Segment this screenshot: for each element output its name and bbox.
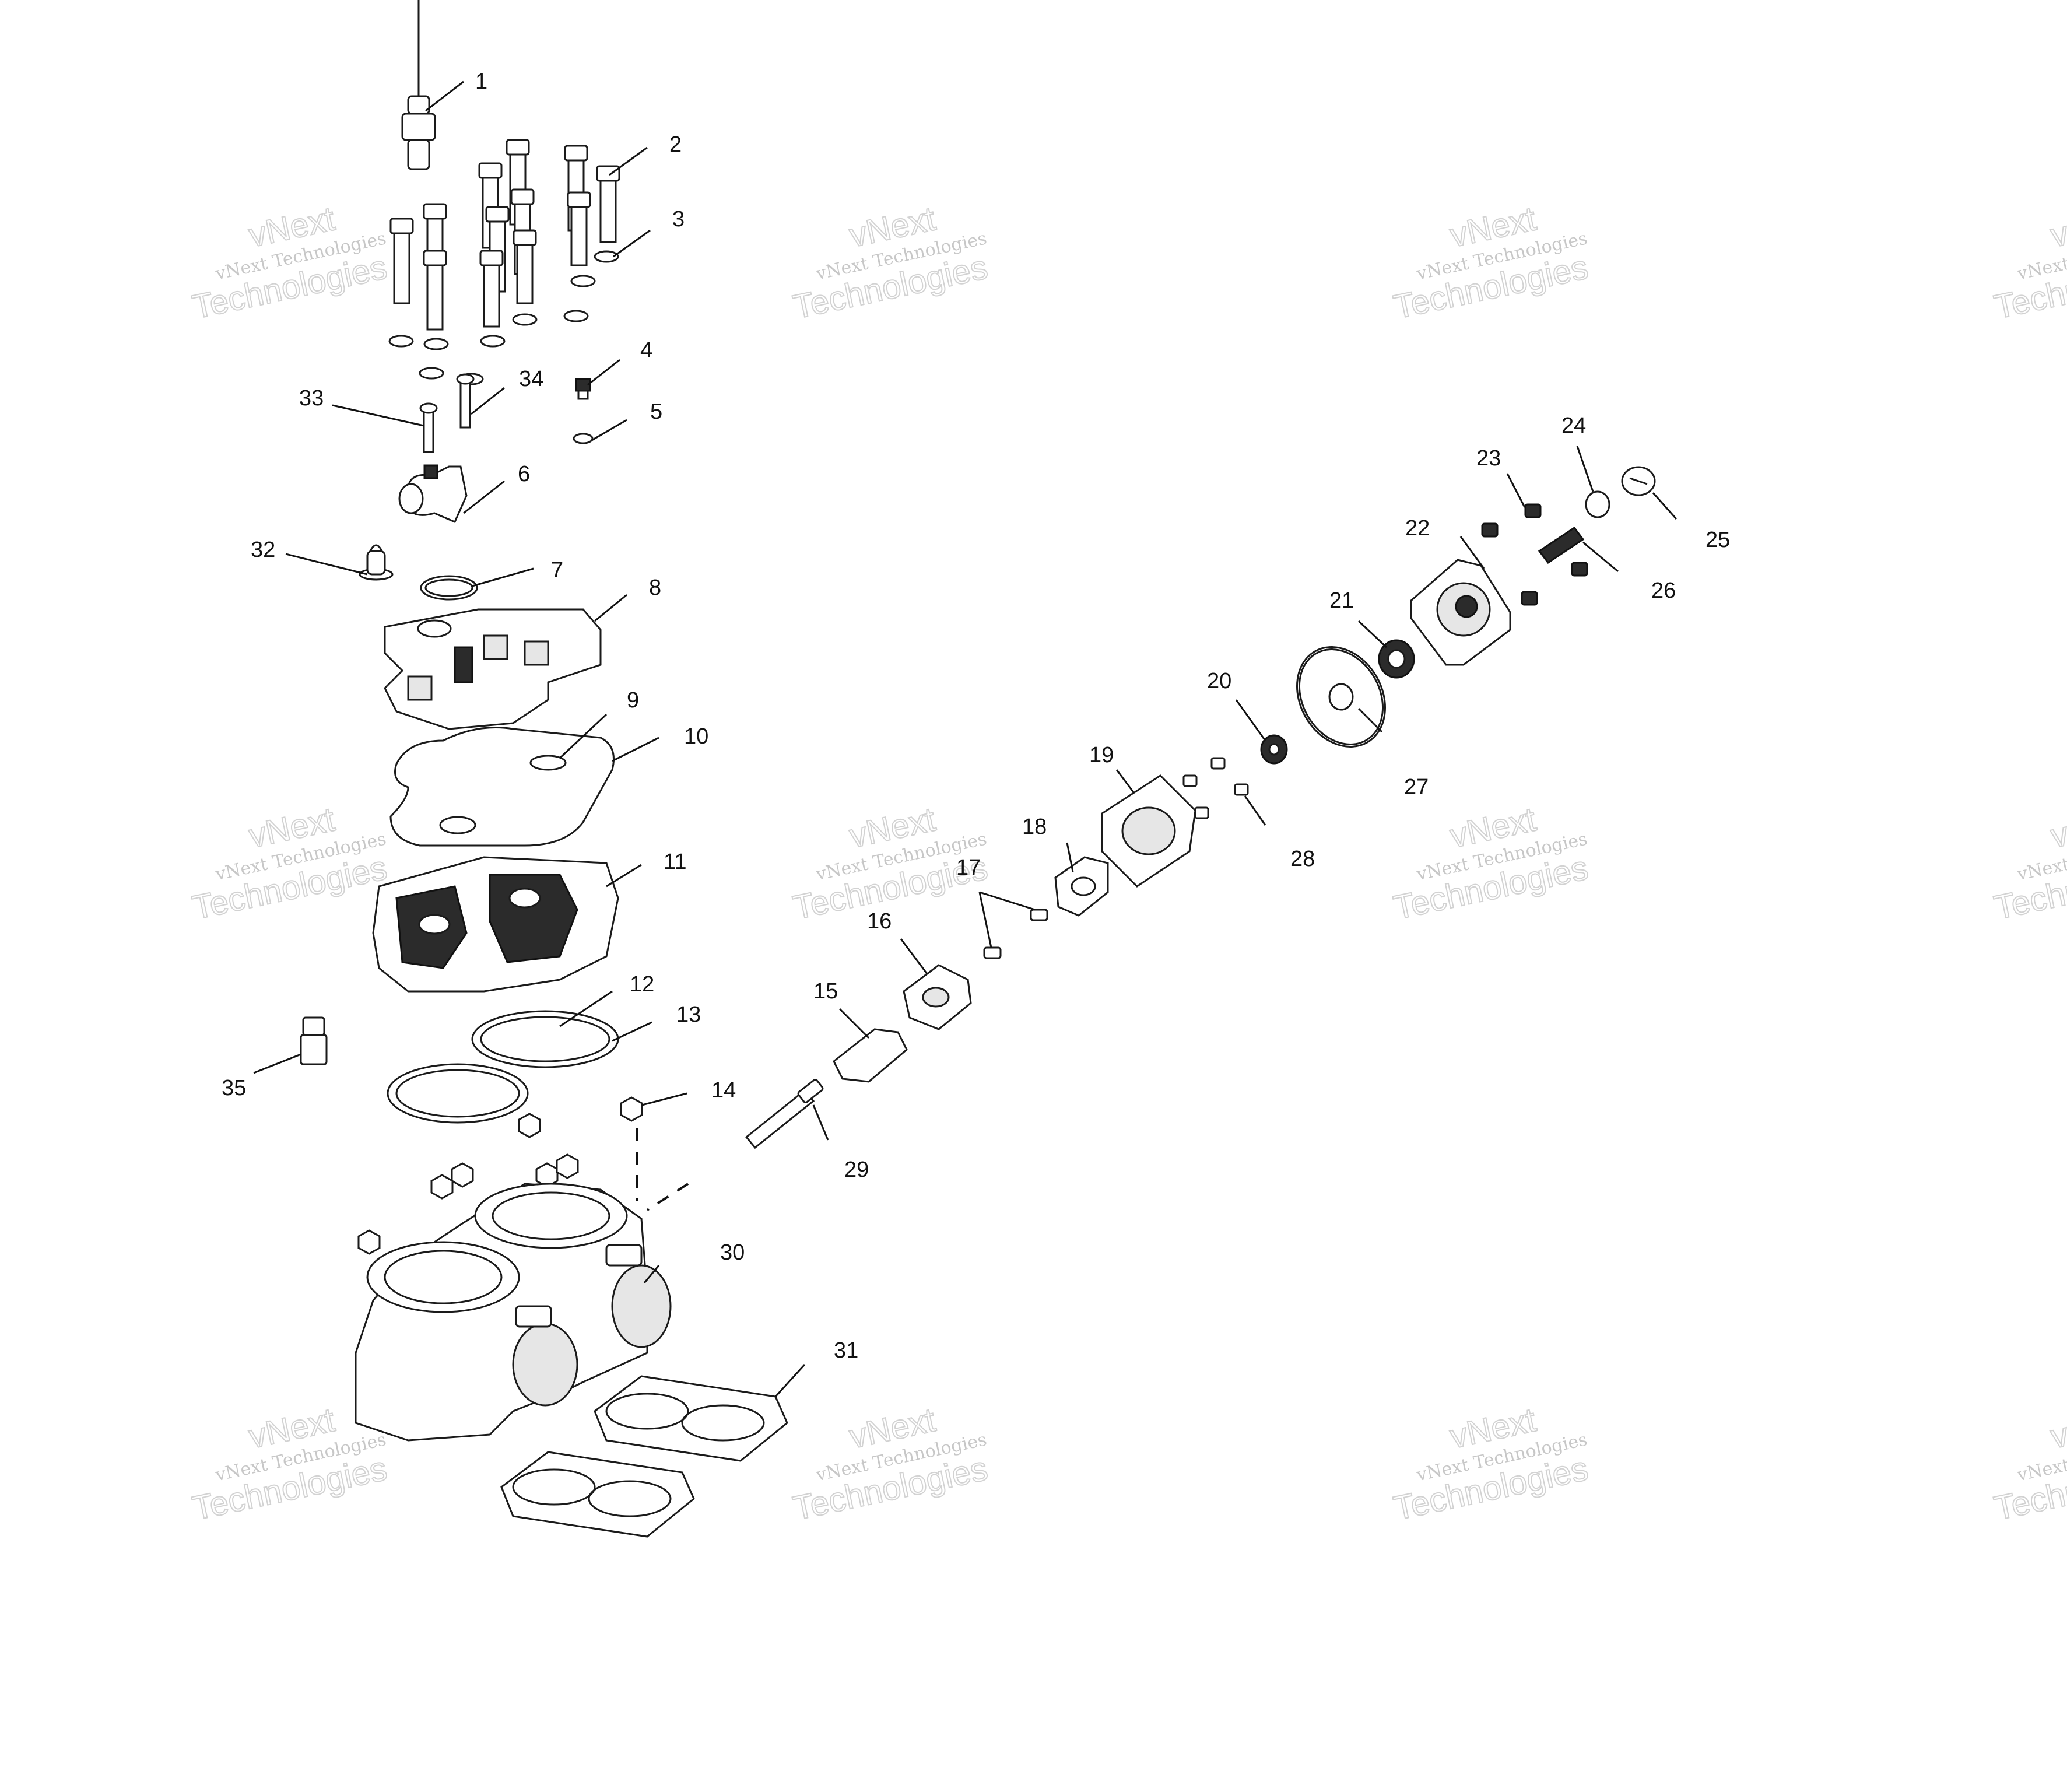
part-31-base-gasket (594, 1375, 788, 1462)
part-21-seal (1378, 639, 1415, 679)
part-30-cylinder-block (355, 1183, 672, 1442)
watermark-big-1: vNext (2047, 199, 2067, 254)
callout-14: 14 (711, 1078, 736, 1103)
part-13-gasket (471, 1010, 619, 1068)
callout-12: 12 (630, 972, 654, 997)
part-8-head-cover (384, 608, 602, 730)
part-24-o-ring (1585, 490, 1610, 518)
part-6-water-outlet (398, 464, 468, 523)
part-22-pump-cover (1410, 559, 1511, 666)
part-16-valve-body (903, 964, 972, 1030)
watermark-big-1: vNext (2047, 1401, 2067, 1456)
callout-32: 32 (251, 538, 275, 562)
part-15-gasket (833, 1028, 908, 1083)
callout-3: 3 (672, 207, 685, 232)
watermark: vNext vNext Technologies Technologies (789, 199, 992, 327)
part-17-screws (983, 909, 1048, 959)
callout-15: 15 (813, 979, 838, 1004)
callout-25: 25 (1705, 528, 1730, 552)
part-25-plug (1621, 466, 1656, 496)
watermark: vNext vNext Technologies Technologies (1390, 199, 1592, 327)
callout-21: 21 (1329, 588, 1354, 613)
callout-5: 5 (650, 399, 662, 424)
part-34-bolt (456, 373, 475, 429)
part-12-gasket (387, 1063, 529, 1124)
callout-29: 29 (844, 1158, 869, 1182)
callout-24: 24 (1561, 413, 1586, 438)
watermark: vNext vNext Technologies Technologies (189, 199, 391, 327)
callout-17: 17 (956, 855, 981, 880)
part-31-base-gasket (500, 1451, 695, 1538)
callout-16: 16 (867, 909, 892, 934)
callout-2: 2 (669, 132, 682, 157)
callout-20: 20 (1207, 669, 1231, 693)
part-26-spring (1538, 526, 1585, 564)
callout-4: 4 (640, 338, 652, 363)
part-1-temperature-sensor (401, 0, 436, 170)
part-28-screws (1182, 757, 1249, 819)
callout-19: 19 (1089, 743, 1114, 767)
part-19-pump-plate (1101, 774, 1196, 888)
assembly-guide-line (646, 1183, 689, 1211)
callout-7: 7 (551, 558, 563, 583)
watermark: vNext vNext Technologies Technologies (189, 799, 391, 927)
part-14-nuts (357, 1096, 643, 1255)
callout-labels: 1 2 3 4 5 6 7 8 9 10 11 12 13 14 15 16 1… (222, 69, 1730, 1363)
part-35-fitting (300, 1016, 328, 1065)
callout-9: 9 (627, 688, 639, 713)
callout-6: 6 (518, 462, 530, 486)
callout-23: 23 (1476, 446, 1501, 471)
part-27-diaphragm (1296, 646, 1386, 748)
callout-31: 31 (834, 1338, 858, 1363)
callout-26: 26 (1651, 578, 1676, 603)
part-7-o-ring (420, 575, 478, 601)
callout-30: 30 (720, 1240, 745, 1265)
callout-35: 35 (222, 1076, 246, 1100)
callout-10: 10 (684, 724, 708, 749)
watermark: vNext vNext Technologies Technologies (1390, 799, 1592, 927)
part-18-gasket (1054, 856, 1109, 917)
callout-11: 11 (664, 850, 686, 874)
callout-34: 34 (519, 367, 543, 391)
part-5-washer (573, 433, 594, 444)
callout-18: 18 (1022, 815, 1047, 839)
part-11-cylinder-head (372, 856, 619, 993)
watermark: vNext vNext Technologies Technologies (1991, 199, 2067, 327)
callout-1: 1 (475, 69, 487, 94)
leader-lines (253, 80, 1678, 1398)
part-32-thermostat (359, 544, 394, 581)
part-2-head-bolts (389, 139, 620, 331)
callout-13: 13 (676, 1002, 701, 1027)
callout-22: 22 (1405, 516, 1430, 541)
part-23-screws (1481, 503, 1588, 606)
part-29-valve-rod (745, 1079, 824, 1149)
part-33-bolt (419, 402, 438, 453)
watermark: vNext vNext Technologies Technologies (1390, 1400, 1592, 1528)
part-4-nut (575, 378, 591, 400)
watermark-big-1: vNext (2047, 800, 2067, 855)
part-9-o-ring (529, 755, 567, 771)
watermark: vNext vNext Technologies Technologies (1991, 799, 2067, 927)
callout-33: 33 (299, 386, 324, 411)
part-10-head-gasket (389, 727, 615, 847)
part-20-seal (1260, 734, 1288, 765)
watermark: vNext vNext Technologies Technologies (789, 1400, 992, 1528)
callout-8: 8 (649, 576, 661, 600)
watermark: vNext vNext Technologies Technologies (1991, 1400, 2067, 1528)
callout-28: 28 (1290, 847, 1315, 871)
callout-27: 27 (1404, 775, 1429, 799)
part-10-o-ring (439, 816, 476, 834)
